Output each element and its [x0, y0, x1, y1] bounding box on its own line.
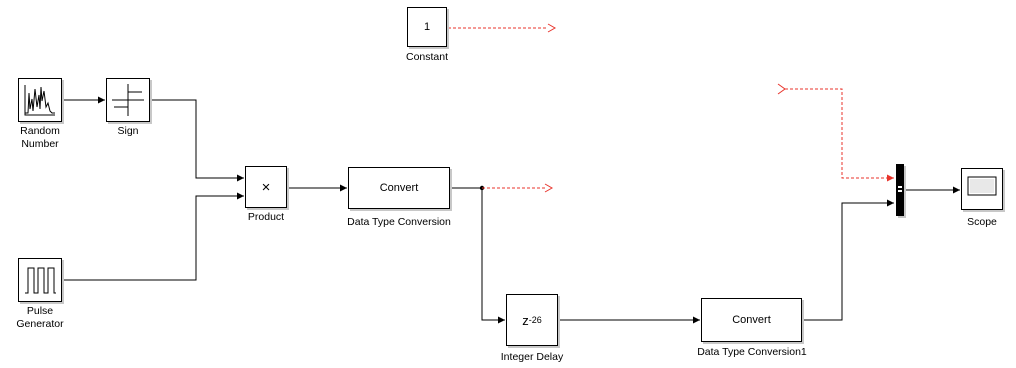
data-type-conversion-block[interactable]: Convert — [348, 167, 450, 209]
mux-port-mark-1 — [898, 186, 902, 188]
delay-base: z — [522, 312, 529, 328]
constant-value: 1 — [423, 21, 431, 33]
wire-unconnected-to-mux — [785, 88, 894, 182]
wire-convert1-to-mux — [802, 199, 894, 321]
scope-block[interactable] — [961, 168, 1003, 210]
constant-label: Constant — [405, 51, 449, 63]
scope-screen-icon — [967, 176, 997, 196]
integer-delay-label: Integer Delay — [500, 351, 564, 363]
pulse-generator-label-line2: Generator — [16, 318, 64, 330]
pulse-generator-label: Pulse Generator — [0, 305, 80, 331]
sign-function-icon — [112, 84, 144, 116]
random-number-label: Random Number — [0, 125, 80, 151]
pulse-generator-label-line1: Pulse — [26, 305, 54, 317]
open-arrow-branch — [544, 183, 554, 193]
mux-port-mark-2 — [898, 190, 902, 192]
open-arrow-constant — [547, 23, 557, 33]
multiply-icon: × — [261, 178, 271, 196]
data-type-conversion1-block[interactable]: Convert — [701, 298, 802, 342]
product-label: Product — [247, 211, 285, 223]
integer-delay-block[interactable]: z-26 — [506, 294, 558, 346]
data-type-conversion1-text: Convert — [732, 314, 771, 326]
delay-exponent: -26 — [528, 315, 542, 325]
mux-block[interactable] — [896, 164, 904, 216]
wire-sign-to-product — [150, 99, 244, 182]
random-number-label-line2: Number — [21, 138, 59, 150]
sign-block[interactable] — [106, 78, 150, 122]
open-arrow-mux-input — [777, 83, 786, 95]
pulse-waveform-icon — [25, 267, 56, 294]
random-number-block[interactable] — [18, 78, 62, 122]
pulse-generator-block[interactable] — [18, 258, 62, 302]
random-number-label-line1: Random — [20, 125, 60, 137]
sign-label: Sign — [117, 125, 139, 137]
product-block[interactable]: × — [245, 166, 287, 208]
random-waveform-icon — [24, 85, 55, 116]
integer-delay-expression: z-26 — [507, 295, 557, 345]
constant-block[interactable]: 1 — [407, 7, 447, 47]
data-type-conversion1-label: Data Type Conversion1 — [697, 346, 807, 358]
data-type-conversion-text: Convert — [379, 182, 419, 194]
wire-pulse-to-product — [63, 192, 244, 281]
scope-label: Scope — [967, 216, 997, 228]
data-type-conversion-label: Data Type Conversion — [347, 216, 451, 228]
wire-branch-to-delay — [481, 188, 505, 324]
